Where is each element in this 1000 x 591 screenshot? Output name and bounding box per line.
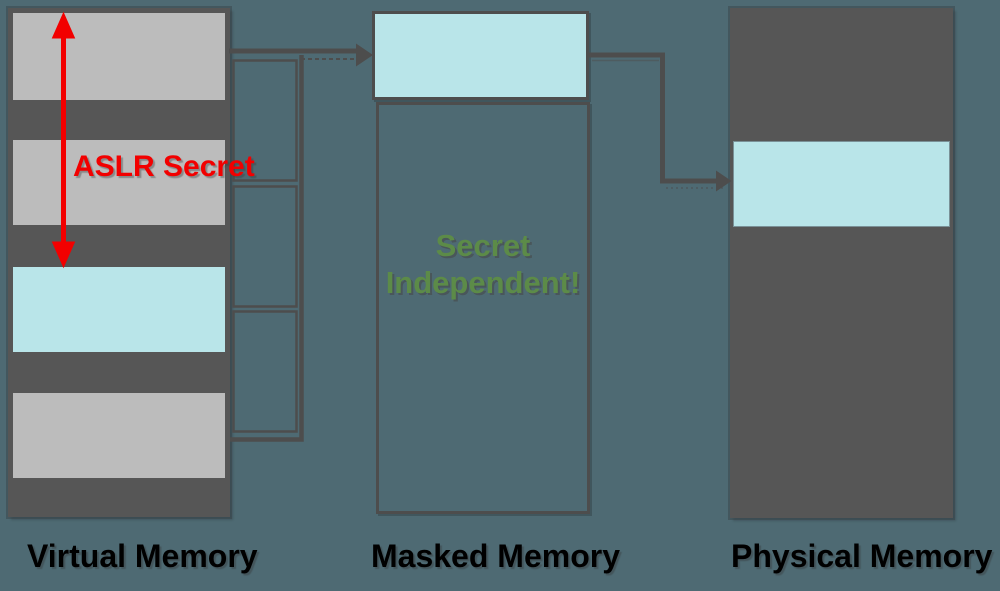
vm-block-2 bbox=[13, 140, 225, 225]
arrow-virtual-to-masked bbox=[229, 43, 373, 67]
vm-block-3 bbox=[13, 393, 225, 478]
arrow-masked-to-physical bbox=[589, 52, 732, 192]
secret-independent-label: Secret Independent! bbox=[379, 227, 587, 301]
virtual-memory-label: Virtual Memory bbox=[27, 538, 258, 574]
vm-secret-block bbox=[13, 267, 225, 352]
masked-memory-label: Masked Memory bbox=[371, 538, 620, 574]
physical-memory-block bbox=[733, 141, 950, 227]
masked-memory-region: Secret Independent! bbox=[376, 102, 590, 514]
vm-block-1 bbox=[13, 13, 225, 100]
physical-memory-label: Physical Memory bbox=[731, 538, 993, 574]
masked-memory-block bbox=[372, 11, 589, 100]
arrow-right-icon bbox=[356, 43, 373, 67]
physical-memory-column bbox=[730, 8, 953, 518]
vm-range-brackets bbox=[230, 55, 304, 442]
aslr-secret-label: ASLR Secret bbox=[73, 150, 255, 183]
secret-independent-line1: Secret bbox=[435, 228, 531, 263]
secret-independent-line2: Independent! bbox=[385, 265, 581, 300]
virtual-memory-column bbox=[8, 8, 230, 517]
